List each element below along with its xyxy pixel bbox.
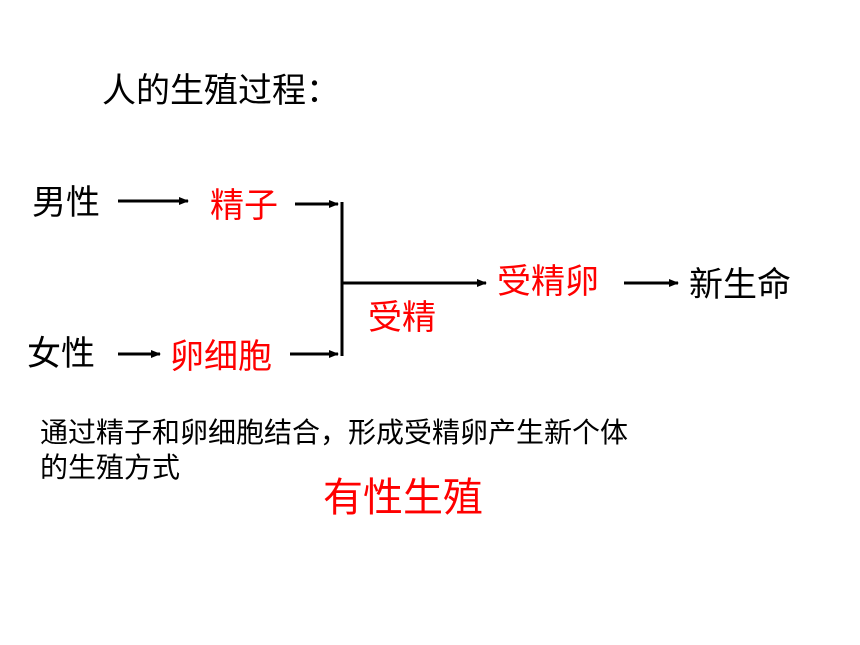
label-female: 女性 <box>27 334 95 374</box>
label-zygote: 受精卵 <box>497 262 599 302</box>
slide-title: 人的生殖过程： <box>102 71 340 111</box>
answer-term: 有性生殖 <box>323 475 483 521</box>
label-fertilization: 受精 <box>368 298 436 338</box>
label-male: 男性 <box>32 183 100 223</box>
label-egg: 卵细胞 <box>170 337 272 377</box>
label-sperm: 精子 <box>210 186 278 226</box>
definition-line-1: 通过精子和卵细胞结合，形成受精卵产生新个体 <box>40 416 629 449</box>
definition-line-2: 的生殖方式 <box>40 451 181 484</box>
label-new-life: 新生命 <box>689 265 791 305</box>
